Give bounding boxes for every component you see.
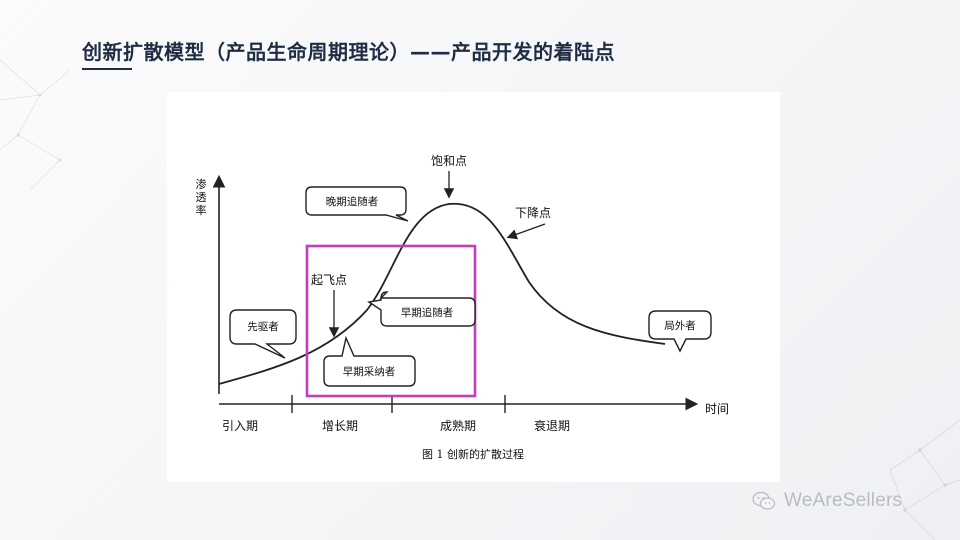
slide-title: 创新扩散模型（产品生命周期理论）——产品开发的着陆点	[82, 40, 615, 64]
figure-caption: 图 1 创新的扩散过程	[422, 447, 524, 461]
bubble-early-adopters: 早期采纳者	[323, 335, 416, 387]
diffusion-curve	[218, 203, 666, 385]
takeoff-point-label: 起飞点	[311, 273, 347, 287]
corner-decoration-right	[889, 419, 960, 540]
bubble-late-majority-text: 晚期追随者	[326, 195, 379, 208]
phase-label: 增长期	[322, 419, 358, 433]
wechat-icon	[752, 491, 776, 510]
decline-point-label: 下降点	[515, 206, 551, 220]
diffusion-diagram: 渗 透 率 时间 饱和点 下降点 起飞点 晚期追随者 先驱者 早期追随者	[196, 153, 730, 461]
bubble-early-majority: 早期追随者	[367, 291, 476, 327]
watermark-text: WeAreSellers	[784, 490, 903, 511]
bubble-innovators: 先驱者	[229, 309, 297, 359]
watermark: WeAreSellers	[752, 488, 902, 514]
y-axis-label-char: 渗	[196, 177, 207, 191]
bubble-early-adopters-text: 早期采纳者	[343, 365, 396, 378]
y-axis-label-char: 透	[196, 191, 207, 204]
bubble-late-majority: 晚期追随者	[305, 186, 409, 222]
bubble-innovators-text: 先驱者	[247, 321, 279, 333]
bubble-laggards-text: 局外者	[664, 320, 696, 332]
diffusion-figure: 渗 透 率 时间 饱和点 下降点 起飞点 晚期追随者 先驱者 早期追随者	[167, 92, 780, 482]
x-axis-label: 时间	[705, 402, 729, 416]
phase-label: 衰退期	[534, 418, 570, 433]
y-axis-label-char: 率	[196, 203, 207, 217]
phase-label: 引入期	[222, 419, 258, 433]
bubble-early-majority-text: 早期追随者	[401, 306, 454, 319]
saturation-point-label: 饱和点	[431, 153, 467, 168]
bubble-laggards: 局外者	[648, 310, 712, 353]
phase-label: 成熟期	[440, 418, 476, 433]
title-underline	[82, 68, 132, 70]
decline-arrow	[506, 223, 546, 240]
